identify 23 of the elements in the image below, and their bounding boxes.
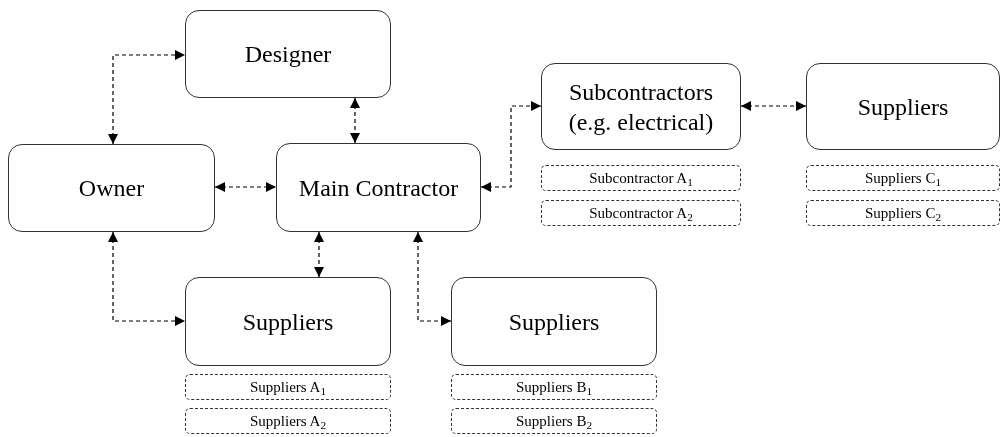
- dashed-box: Subcontractor A$_{1}$: [541, 165, 741, 191]
- double-arrow: [214, 182, 277, 192]
- dashed-box: Subcontractor A$_{2}$: [541, 200, 741, 226]
- dashed-box: Suppliers A$_{1}$: [185, 374, 391, 400]
- rounded-box: Suppliers: [451, 277, 657, 366]
- double-arrow: [350, 97, 360, 144]
- double-arrow: [108, 50, 186, 145]
- rounded-box: Designer: [185, 10, 391, 98]
- dashed-box: Suppliers C$_{1}$: [806, 165, 1000, 191]
- double-arrow: [108, 231, 186, 326]
- dashed-box: Suppliers B$_{1}$: [451, 374, 657, 400]
- dashed-box: Suppliers B$_{2}$: [451, 408, 657, 434]
- double-arrow: [413, 231, 452, 326]
- rounded-box: Suppliers: [806, 63, 1000, 150]
- rounded-box: Suppliers: [185, 277, 391, 366]
- rounded-box: Main Contractor: [276, 143, 481, 232]
- dashed-box: Suppliers C$_{2}$: [806, 200, 1000, 226]
- double-arrow: [314, 231, 324, 278]
- rounded-box: Subcontractors (e.g. electrical): [541, 63, 741, 150]
- double-arrow: [740, 101, 807, 111]
- rounded-box: Owner: [8, 144, 215, 232]
- dashed-box: Suppliers A$_{2}$: [185, 408, 391, 434]
- double-arrow: [480, 101, 542, 192]
